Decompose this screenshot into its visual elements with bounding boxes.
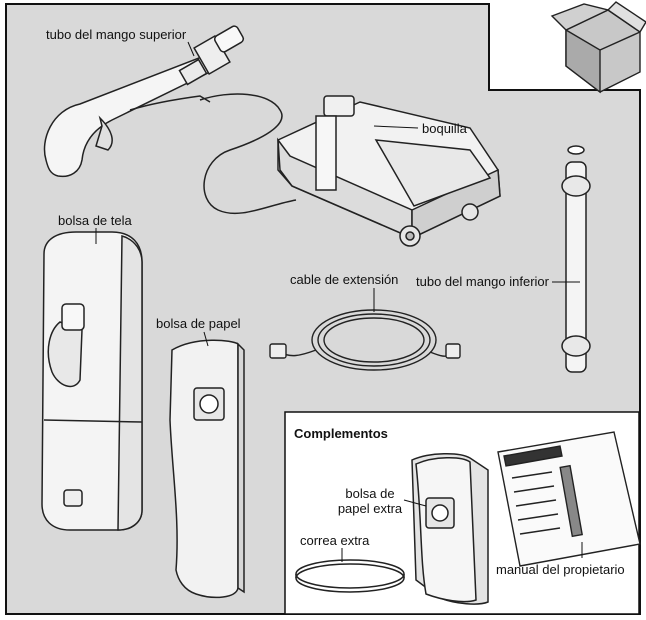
paper-bag-drawing xyxy=(169,339,245,599)
label-extra-paper-bag-line1: bolsa de xyxy=(345,486,395,501)
label-nozzle: boquilla xyxy=(422,121,467,136)
owners-manual-drawing xyxy=(497,431,641,567)
accessories-title: Complementos xyxy=(294,426,388,441)
leader-lines xyxy=(95,41,583,562)
cloth-bag-drawing xyxy=(41,231,143,531)
label-paper-bag: bolsa de papel xyxy=(156,316,241,331)
label-extra-paper-bag-line2: papel extra xyxy=(337,501,403,516)
label-upper-handle-tube: tubo del mango superior xyxy=(46,27,187,42)
label-lower-handle-tube: tubo del mango inferior xyxy=(416,274,549,289)
label-extra-paper-bag: bolsa de papel extra xyxy=(334,486,406,516)
label-extension-cord: cable de extensión xyxy=(290,272,399,287)
power-cord-drawing xyxy=(199,93,297,215)
lower-handle-tube-drawing xyxy=(561,145,591,373)
extra-belt-drawing xyxy=(295,559,405,593)
label-extra-belt: correa extra xyxy=(300,533,370,548)
nozzle-drawing xyxy=(277,95,501,247)
box-icon xyxy=(550,1,646,94)
upper-handle-tube-drawing xyxy=(43,25,245,178)
label-owners-manual: manual del propietario xyxy=(496,562,625,577)
label-cloth-bag: bolsa de tela xyxy=(58,213,132,228)
extension-cord-drawing xyxy=(269,309,461,371)
extra-paper-bag-drawing xyxy=(411,453,489,605)
